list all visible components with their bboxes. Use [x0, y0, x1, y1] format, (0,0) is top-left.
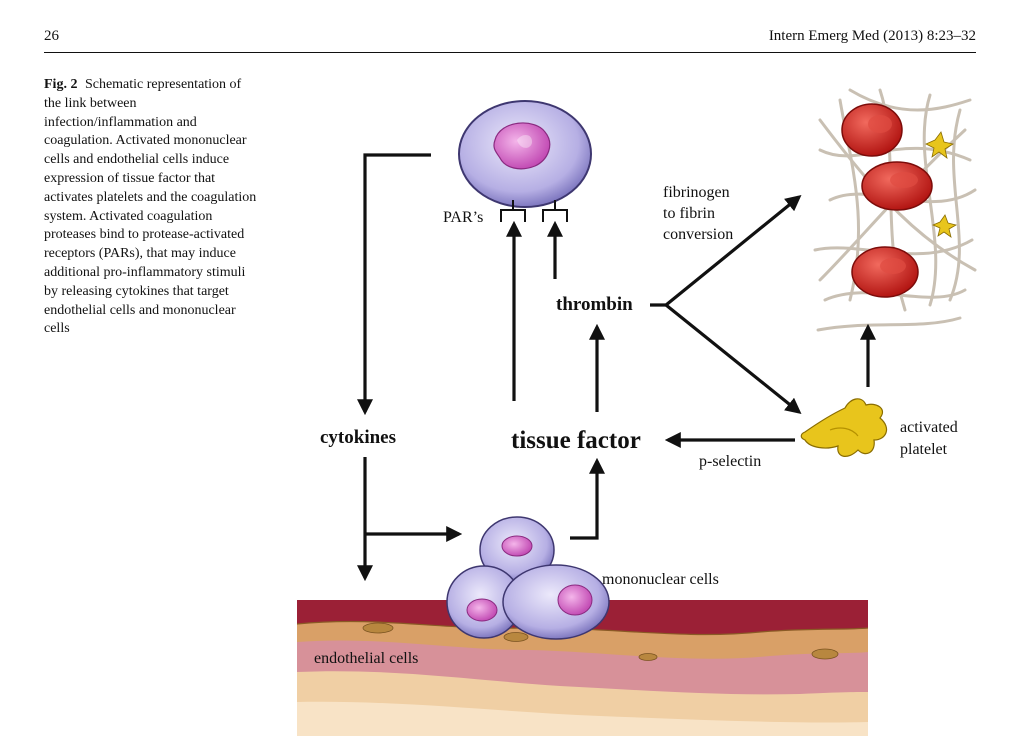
pars-label: PAR’s [443, 209, 483, 226]
cytokines-label: cytokines [320, 427, 396, 448]
vessel-wall [296, 600, 869, 736]
fibrinogen-label-line2: to fibrin [663, 205, 715, 222]
tissue-factor-label: tissue factor [511, 427, 641, 454]
page-number: 26 [44, 28, 59, 44]
thrombin-label: thrombin [556, 294, 633, 315]
caption-text: Schematic representation of the link bet… [44, 77, 257, 337]
activated-platelet-label-line1: activated [900, 419, 958, 436]
mononuclear-cells-label: mononuclear cells [602, 571, 719, 588]
mononuclear-cell-cluster [446, 516, 610, 640]
par-receptors [500, 200, 568, 222]
endothelial-cells-label: endothelial cells [314, 650, 418, 667]
journal-reference: Intern Emerg Med (2013) 8:23–32 [768, 28, 976, 44]
fibrinogen-label-line3: conversion [663, 226, 733, 243]
header-rule [44, 52, 976, 53]
figure-caption: Fig. 2 Schematic representation of the l… [44, 76, 259, 339]
pathway-arrows [357, 153, 876, 582]
activated-platelet-label-line2: platelet [900, 441, 948, 458]
activated-platelet [800, 398, 888, 457]
figure-label: Fig. 2 [44, 77, 78, 92]
fibrinogen-label-line1: fibrinogen [663, 184, 730, 201]
mononuclear-cell-top [458, 100, 592, 208]
p-selectin-label: p-selectin [699, 453, 761, 470]
red-blood-cells [841, 103, 958, 298]
